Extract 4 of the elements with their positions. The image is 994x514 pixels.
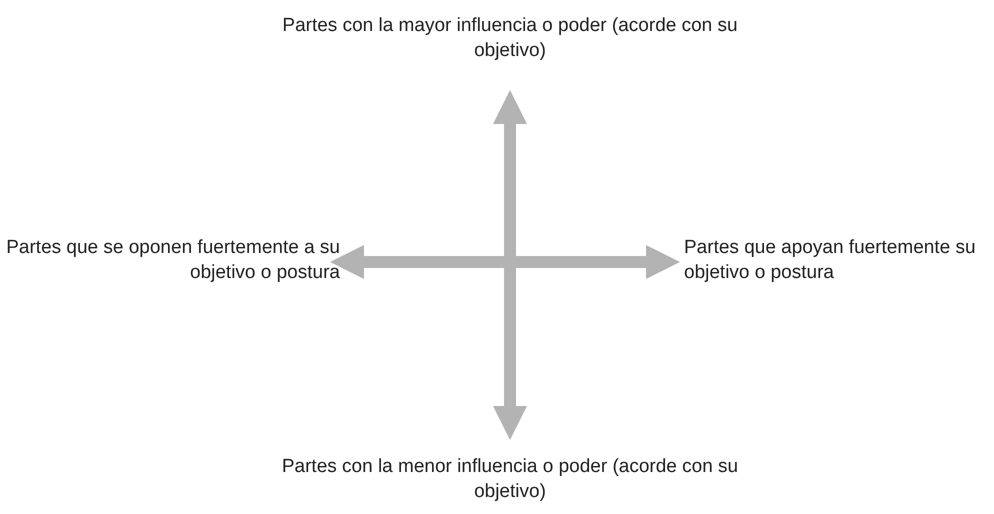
axis-label: Partes que apoyan fuertemente su objetivo o postura bbox=[684, 236, 977, 285]
axis-label: Partes que se oponen fuertemente a su objetivo o postura bbox=[5, 236, 340, 285]
axis-label: Partes con la menor influencia o poder (acorde con su objetivo) bbox=[280, 455, 740, 504]
axis-label: Partes con la mayor influencia o poder (acorde con su objetivo) bbox=[281, 14, 739, 63]
